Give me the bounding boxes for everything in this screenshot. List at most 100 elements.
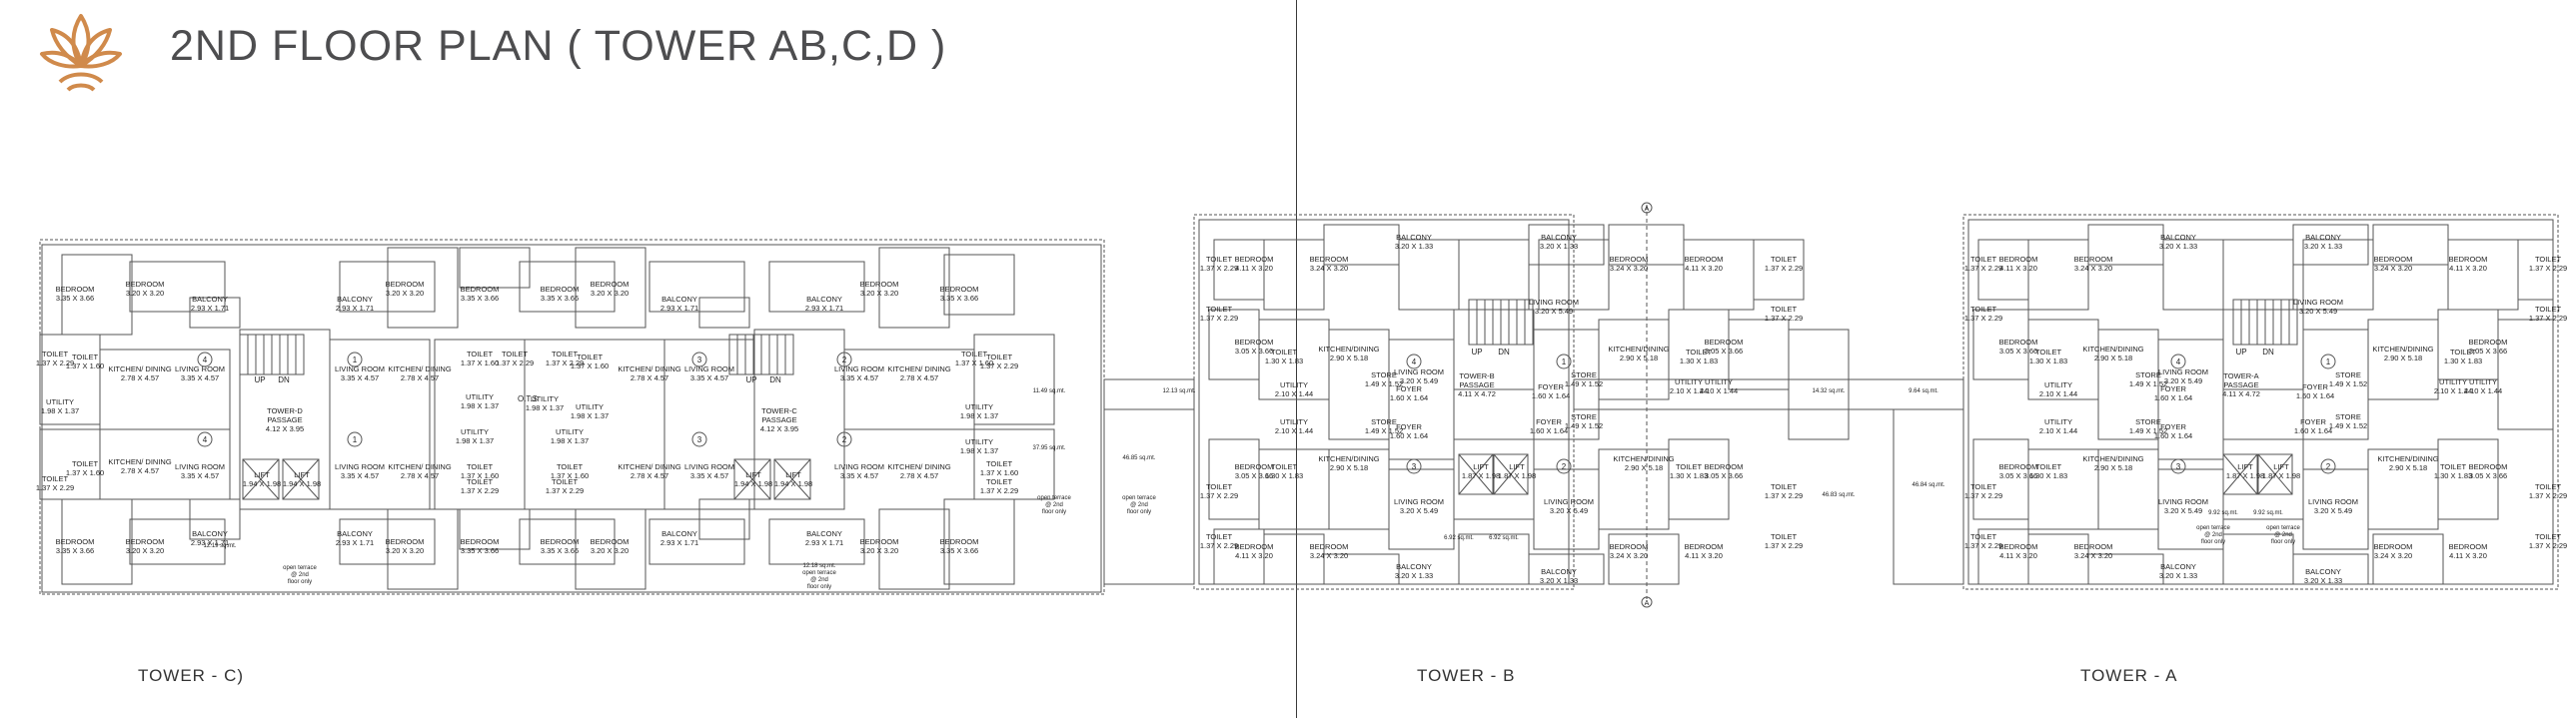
room-name: TOWER-D	[267, 406, 303, 415]
room-dims: 1.98 X 1.37	[551, 436, 589, 445]
room-dims: 1.94 X 1.98	[243, 479, 281, 488]
room-dims: 2.93 X 1.71	[191, 538, 229, 547]
room-dims: 3.35 X 3.66	[461, 294, 499, 303]
room-name: UTILITY	[2469, 377, 2497, 386]
room-name: TOILET	[2535, 255, 2562, 264]
room-name: BALCONY	[1541, 233, 1577, 242]
room-name: TOILET	[2035, 462, 2062, 471]
unit-number-marker	[2320, 354, 2336, 369]
room-dims: 3.20 X 1.33	[1395, 242, 1433, 251]
unit-number: 2	[842, 356, 847, 364]
room-dims: 3.20 X 3.20	[860, 546, 898, 555]
room-dims: 3.20 X 5.49	[1550, 506, 1588, 515]
room-name: LIVING ROOM	[335, 462, 385, 471]
room-name: BEDROOM	[56, 537, 95, 546]
room-name: BEDROOM	[386, 280, 425, 289]
stair-outline	[239, 334, 305, 375]
room-name: TOILET	[1206, 305, 1233, 314]
room-wall	[1323, 553, 1400, 585]
room-name: BALCONY	[1541, 567, 1577, 576]
room-wall	[878, 508, 950, 590]
section-marker-label: A	[1645, 600, 1650, 607]
misc-line: @ 2nd	[2204, 532, 2222, 538]
room-name: BALCONY	[806, 529, 842, 538]
room-dims: 1.60 X 1.64	[2154, 431, 2192, 440]
room-name: BALCONY	[192, 295, 228, 304]
room-dims: 1.37 X 2.29	[980, 361, 1018, 370]
room-name: BEDROOM	[461, 537, 500, 546]
room-name: BEDROOM	[591, 280, 630, 289]
room-dims: 3.20 X 5.49	[1400, 506, 1438, 515]
unit-number: 1	[1562, 358, 1567, 366]
room-dims: 3.20 X 1.33	[1540, 576, 1578, 585]
room-dims: 2.78 X 4.57	[121, 373, 159, 382]
room-name: STORE	[2135, 417, 2161, 426]
room-name: KITCHEN/DINING	[1613, 454, 1674, 463]
section-marker	[1641, 596, 1653, 608]
room-dims: 1.37 X 1.60	[551, 471, 589, 480]
misc-label: O.T.S	[518, 394, 538, 403]
terrace-wall	[1893, 408, 1964, 585]
room-name: TOILET	[467, 462, 494, 471]
room-name: BALCONY	[1396, 562, 1432, 571]
room-dims: 2.10 X 1.44	[1700, 386, 1738, 395]
room-dims: 1.49 X 1.52	[1565, 379, 1603, 388]
room-dims: 2.90 X 5.18	[2384, 354, 2422, 362]
room-dims: 3.35 X 4.57	[840, 373, 878, 382]
area-label: 9.92 sq.mt.	[2208, 510, 2238, 516]
misc-line: open terrace	[1037, 495, 1071, 501]
room-name: TOILET	[72, 459, 99, 468]
unit-number-marker	[691, 431, 707, 447]
room-dims: 3.05 X 3.66	[1999, 471, 2037, 480]
room-dims: 3.24 X 3.20	[1310, 264, 1348, 273]
room-name: UTILITY	[965, 437, 993, 446]
room-name: TOWER-C	[761, 406, 797, 415]
room-dims: 1.37 X 1.60	[571, 361, 609, 370]
room-dims: 3.35 X 4.57	[181, 471, 219, 480]
room-wall	[129, 261, 226, 313]
room-name: LIFT	[254, 470, 270, 479]
room-wall	[2302, 239, 2374, 311]
room-name: LIVING ROOM	[1529, 298, 1579, 307]
room-dims: 1.37 X 2.29	[461, 486, 499, 495]
room-name: LIVING ROOM	[1544, 497, 1594, 506]
corridor-wall	[1573, 378, 1964, 410]
room-dims: 3.35 X 4.57	[341, 471, 379, 480]
room-name: FOYER	[2160, 384, 2186, 393]
room-dims: 1.49 X 1.52	[1565, 421, 1603, 430]
room-dims: 1.37 X 2.29	[1765, 491, 1803, 500]
room-dims: 2.93 X 1.71	[660, 538, 698, 547]
room-name: BEDROOM	[56, 285, 95, 294]
room-name: PASSAGE	[1459, 380, 1494, 389]
stair-outline	[728, 334, 794, 375]
area-label: 14.32 sq.mt.	[1812, 388, 1845, 394]
room-dims: 1.60 X 1.64	[1532, 391, 1570, 400]
room-name: TOILET	[42, 474, 69, 483]
